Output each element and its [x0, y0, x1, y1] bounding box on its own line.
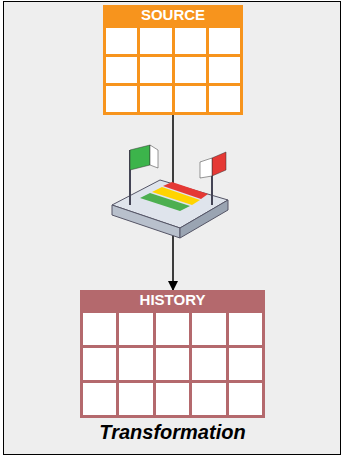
- table-box: SOURCE: [103, 5, 243, 115]
- table-cell: [83, 313, 116, 345]
- table-cell: [140, 28, 171, 54]
- table-cell: [229, 383, 262, 415]
- table-cell: [106, 57, 137, 83]
- table-cell: [83, 383, 116, 415]
- table-grid: [103, 25, 243, 115]
- table-header: HISTORY: [80, 290, 265, 310]
- table-header: SOURCE: [103, 5, 243, 25]
- table-cell: [119, 313, 152, 345]
- table-cell: [119, 383, 152, 415]
- table-cell: [175, 28, 206, 54]
- table-cell: [119, 348, 152, 380]
- table-cell: [156, 383, 189, 415]
- table-cell: [175, 57, 206, 83]
- table-cell: [209, 57, 240, 83]
- caption-text: Transformation: [0, 421, 345, 444]
- table-cell: [192, 313, 225, 345]
- table-cell: [175, 86, 206, 112]
- table-cell: [106, 86, 137, 112]
- table-cell: [156, 348, 189, 380]
- table-cell: [140, 57, 171, 83]
- table-grid: [80, 310, 265, 418]
- table-cell: [140, 86, 171, 112]
- table-cell: [192, 383, 225, 415]
- table-cell: [209, 86, 240, 112]
- table-cell: [83, 348, 116, 380]
- table-cell: [192, 348, 225, 380]
- table-cell: [229, 313, 262, 345]
- table-cell: [106, 28, 137, 54]
- table-cell: [156, 313, 189, 345]
- table-box: HISTORY: [80, 290, 265, 418]
- table-cell: [209, 28, 240, 54]
- table-cell: [229, 348, 262, 380]
